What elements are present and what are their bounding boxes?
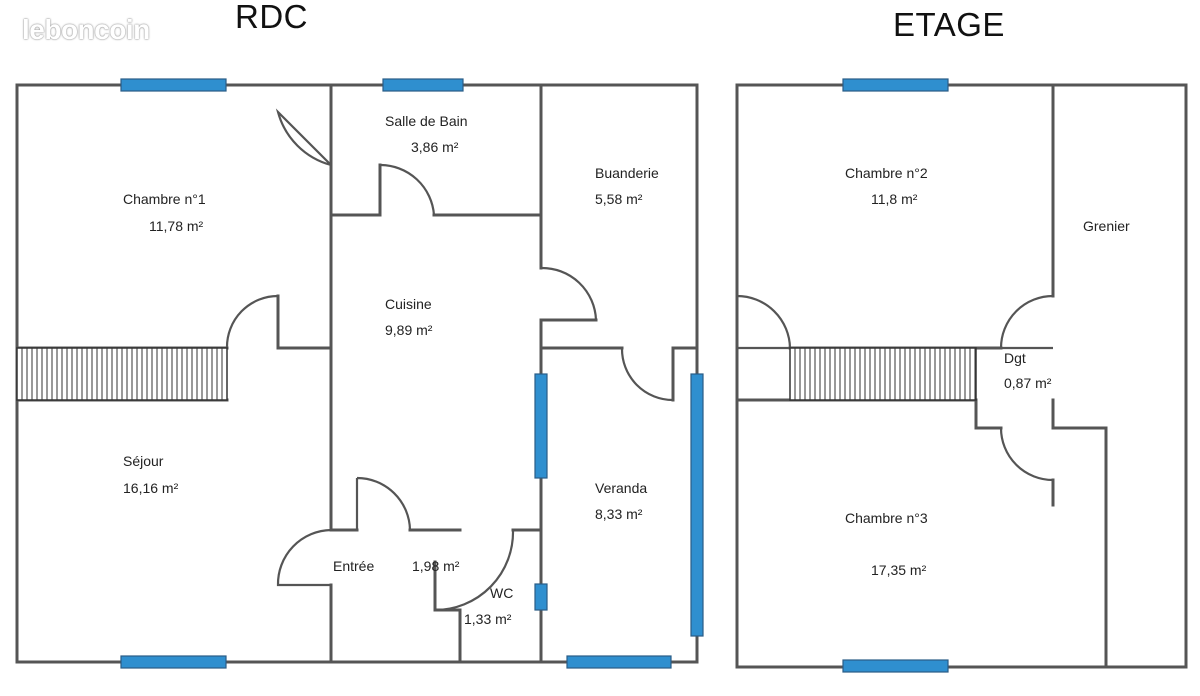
floor-title-rdc: RDC: [235, 0, 308, 35]
room-name-grenier: Grenier: [1083, 218, 1130, 234]
window-wc: [534, 583, 548, 611]
room-name-wc: WC: [490, 585, 514, 601]
etage-doors: [736, 294, 1054, 482]
window-veranda-bottom: [566, 655, 672, 669]
room-area-chambre2: 11,8 m²: [871, 191, 918, 207]
room-name-cuisine: Cuisine: [385, 296, 432, 312]
window-salle-de-bain: [382, 78, 464, 92]
room-area-wc: 1,33 m²: [464, 611, 512, 627]
floor-title-etage: ETAGE: [893, 6, 1005, 43]
room-name-sejour: Séjour: [123, 453, 164, 469]
etage-windows: [842, 78, 949, 673]
window-veranda-right: [690, 373, 704, 637]
room-area-salle-de-bain: 3,86 m²: [411, 139, 459, 155]
rdc-doors: [225, 108, 674, 612]
room-area-chambre3: 17,35 m²: [871, 562, 927, 578]
rdc-walls: [15, 83, 699, 664]
room-area-dgt: 0,87 m²: [1004, 375, 1052, 391]
window-chambre2: [842, 78, 949, 92]
room-name-chambre2: Chambre n°2: [845, 165, 928, 181]
leboncoin-logo: leboncoin: [22, 14, 150, 45]
room-area-veranda: 8,33 m²: [595, 506, 643, 522]
room-area-chambre1: 11,78 m²: [149, 218, 204, 234]
rdc-staircase: [16, 347, 228, 401]
room-name-chambre1: Chambre n°1: [123, 191, 206, 207]
room-name-salle-de-bain: Salle de Bain: [385, 113, 468, 129]
room-name-veranda: Veranda: [595, 480, 648, 496]
room-area-entree: 1,98 m²: [412, 558, 460, 574]
room-area-buanderie: 5,58 m²: [595, 191, 643, 207]
room-name-entree: Entrée: [333, 558, 375, 574]
room-name-chambre3: Chambre n°3: [845, 510, 928, 526]
room-area-sejour: 16,16 m²: [123, 480, 179, 496]
window-chambre3: [842, 659, 949, 673]
room-name-dgt: Dgt: [1004, 350, 1026, 366]
rdc-windows: [120, 78, 704, 669]
room-area-cuisine: 9,89 m²: [385, 322, 433, 338]
room-name-buanderie: Buanderie: [595, 165, 659, 181]
window-sejour: [120, 655, 227, 669]
window-chambre1: [120, 78, 227, 92]
etage-staircase: [789, 347, 977, 401]
window-cuisine-veranda: [534, 373, 548, 479]
